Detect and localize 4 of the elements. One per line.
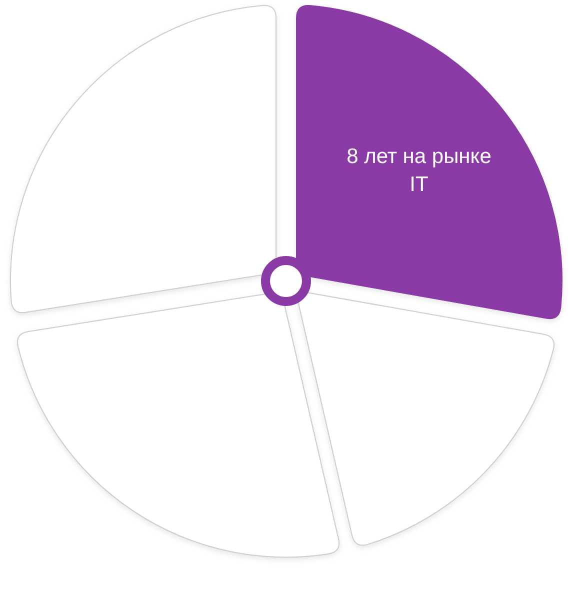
sector-label: 8 лет на рынке IT <box>346 144 492 198</box>
pie-sector <box>10 5 276 314</box>
highlighted-pie-sector <box>296 5 562 320</box>
pie-sector <box>16 290 340 558</box>
